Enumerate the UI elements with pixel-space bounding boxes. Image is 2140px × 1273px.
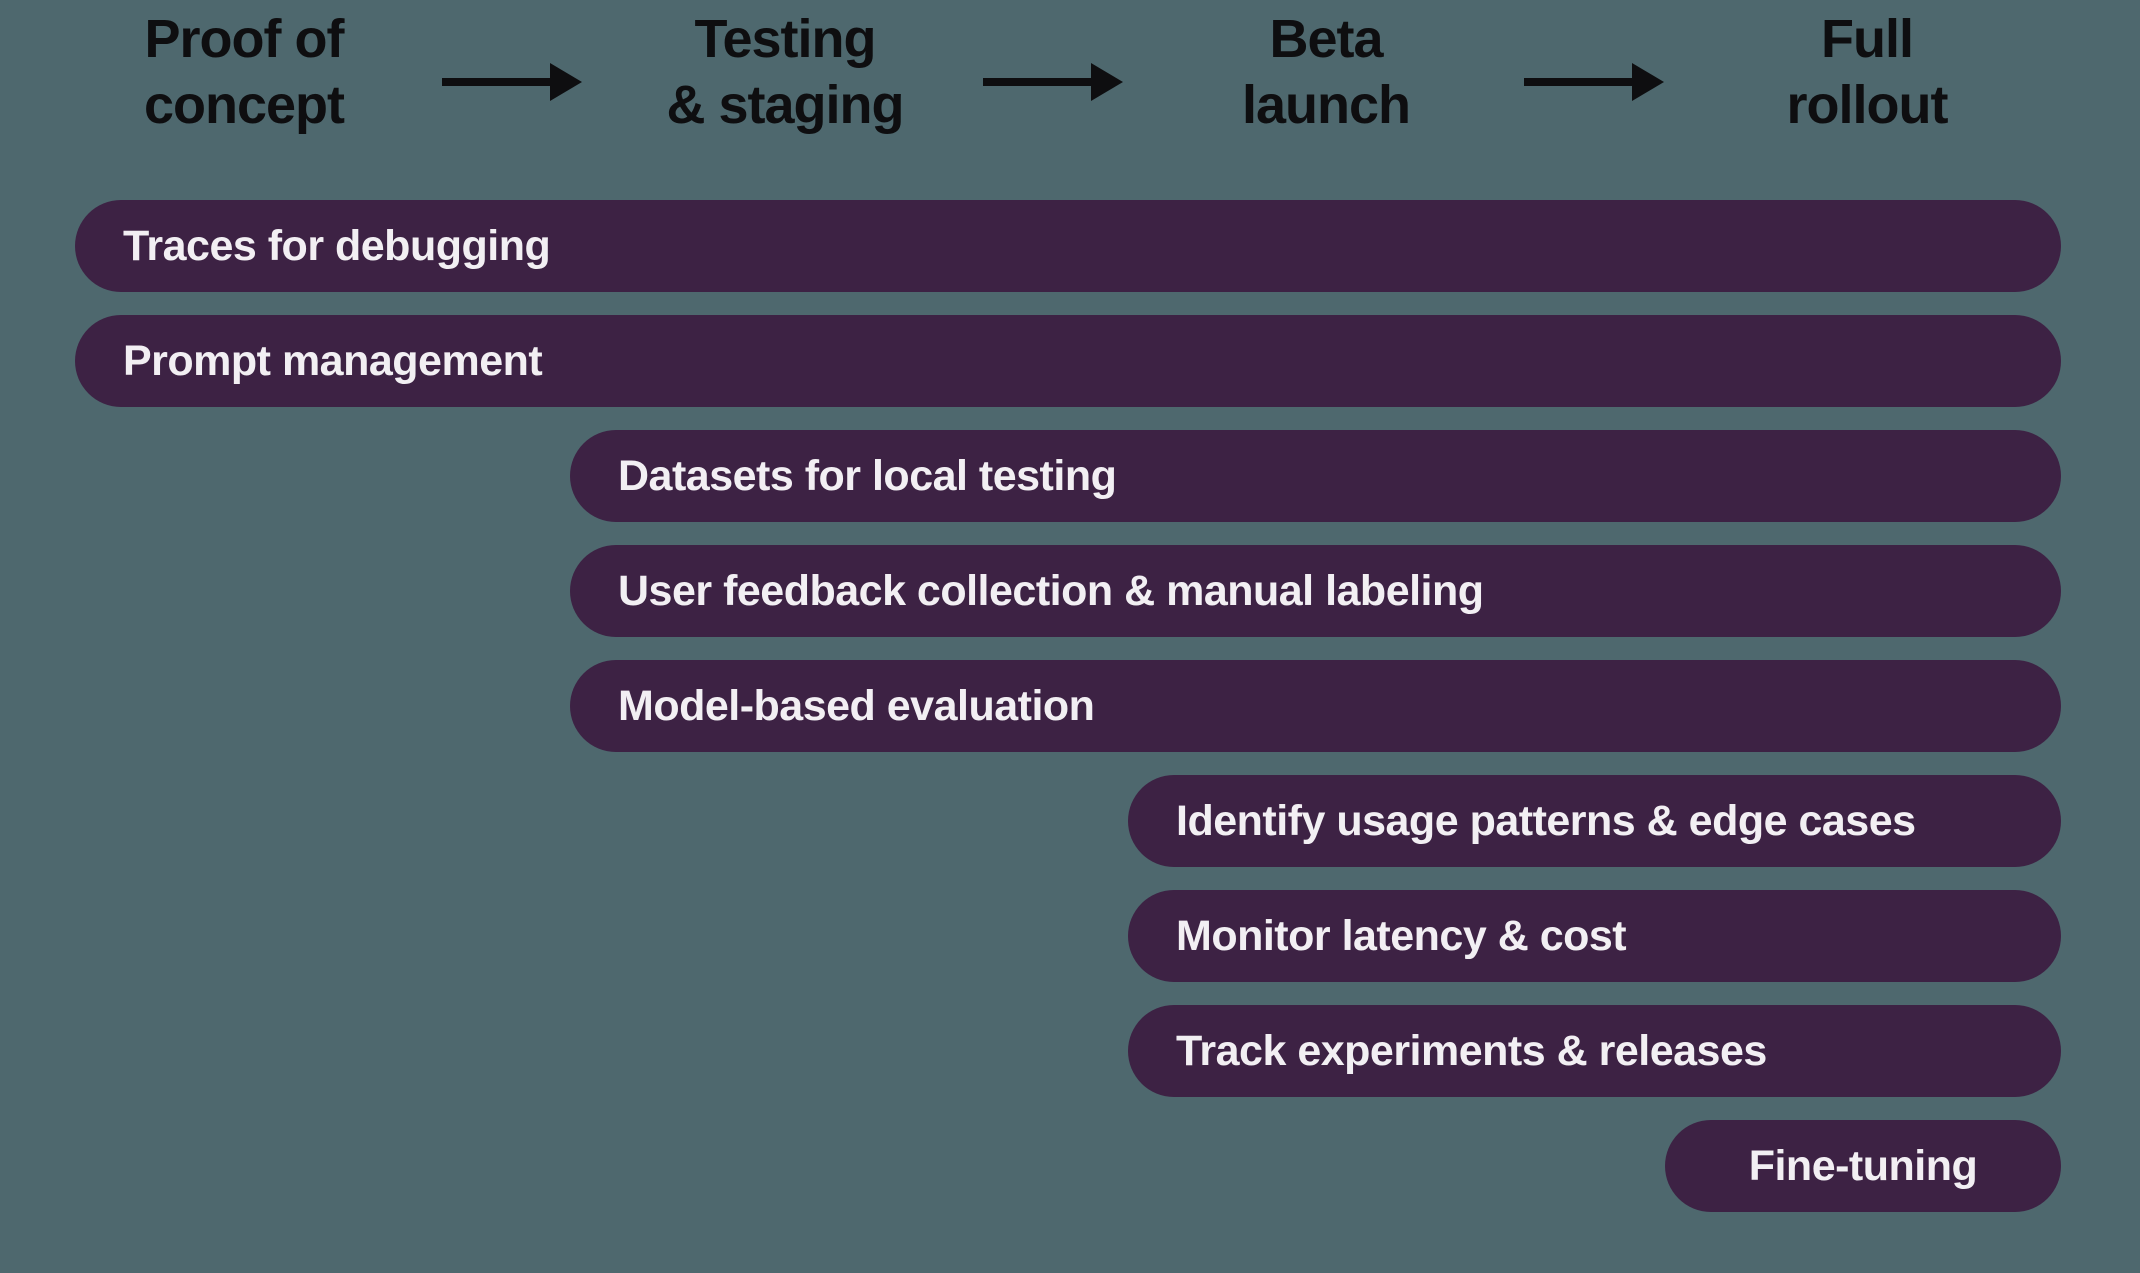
phase-label-beta-launch: Beta launch: [1241, 6, 1411, 138]
flow-arrow-icon: [442, 62, 582, 102]
bar-label: Datasets for local testing: [618, 451, 1117, 500]
bar-label: Fine-tuning: [1748, 1141, 1978, 1190]
bar-label: Model-based evaluation: [618, 681, 1095, 730]
phase-label-line: Full: [1821, 9, 1914, 69]
bar-track-experiments-releases: Track experiments & releases: [1128, 1005, 2061, 1097]
bar-user-feedback-collection: User feedback collection & manual labeli…: [570, 545, 2061, 637]
phase-label-line: launch: [1241, 75, 1411, 135]
bar-identify-usage-patterns: Identify usage patterns & edge cases: [1128, 775, 2061, 867]
bar-label: Prompt management: [123, 336, 543, 385]
phase-label-testing-staging: Testing & staging: [666, 6, 904, 138]
phase-label-line: Testing: [694, 9, 876, 69]
bar-label: Traces for debugging: [123, 221, 551, 270]
phase-label-full-rollout: Full rollout: [1786, 6, 1949, 138]
bar-fine-tuning: Fine-tuning: [1665, 1120, 2061, 1212]
phase-label-line: concept: [143, 75, 345, 135]
bar-traces-for-debugging: Traces for debugging: [75, 200, 2061, 292]
bar-label: Monitor latency & cost: [1176, 911, 1627, 960]
phase-label-line: rollout: [1786, 75, 1949, 135]
flow-arrow-icon: [1524, 62, 1664, 102]
phase-label-proof-of-concept: Proof of concept: [143, 6, 345, 138]
flow-arrow-icon: [983, 62, 1123, 102]
phase-label-line: Proof of: [144, 9, 345, 69]
phase-label-line: Beta: [1269, 9, 1383, 69]
bar-label: Identify usage patterns & edge cases: [1176, 796, 1916, 845]
bar-model-based-evaluation: Model-based evaluation: [570, 660, 2061, 752]
bar-monitor-latency-cost: Monitor latency & cost: [1128, 890, 2061, 982]
bar-datasets-for-local-testing: Datasets for local testing: [570, 430, 2061, 522]
bar-label: Track experiments & releases: [1176, 1026, 1767, 1075]
phase-label-line: & staging: [666, 75, 904, 135]
bar-label: User feedback collection & manual labeli…: [618, 566, 1484, 615]
bar-prompt-management: Prompt management: [75, 315, 2061, 407]
